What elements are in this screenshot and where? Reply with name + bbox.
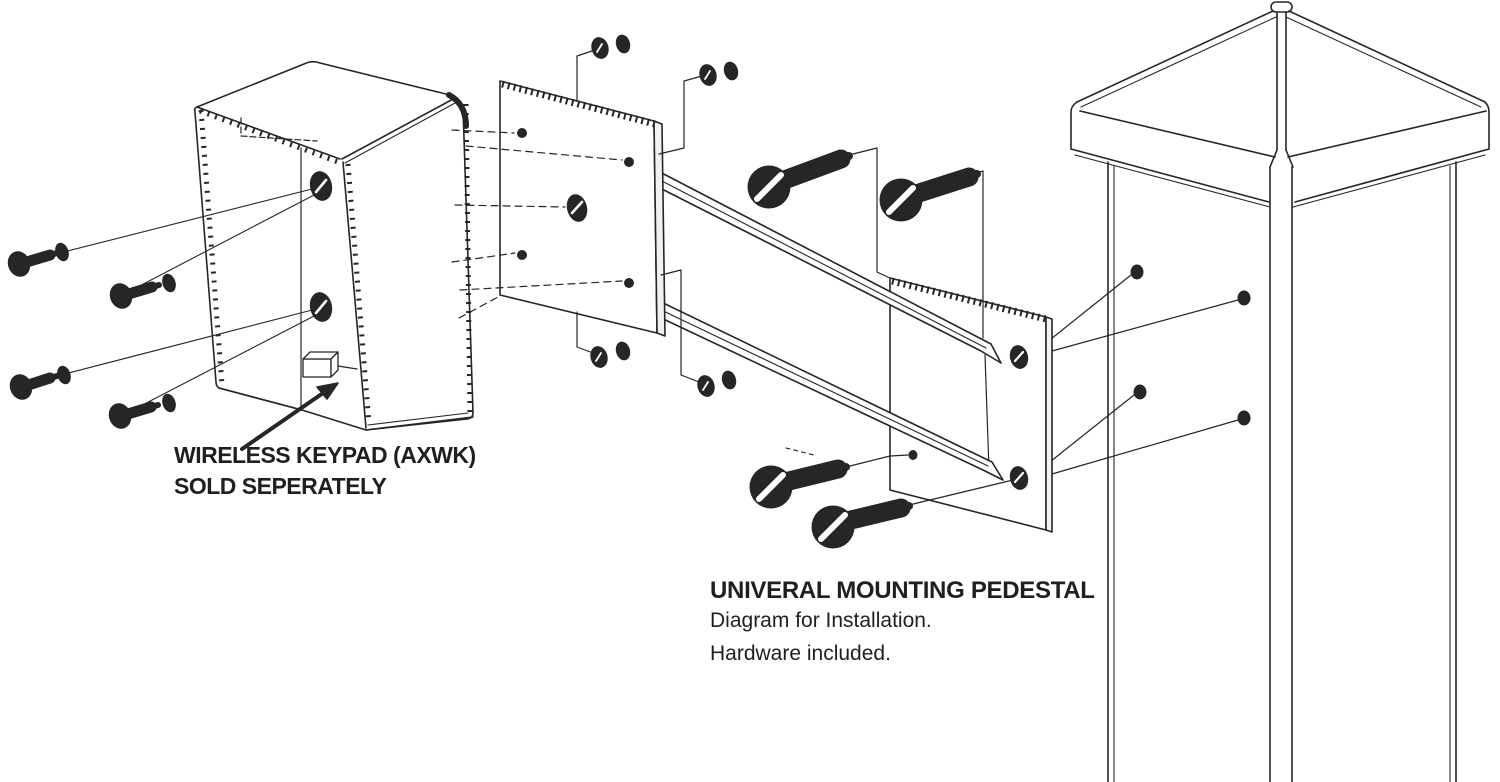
pedestal-subtitle-line2: Hardware included. — [710, 642, 891, 665]
lag-screw-icon — [108, 393, 176, 429]
fence-post-icon — [1070, 1, 1490, 782]
post-pilot-holes — [1130, 264, 1251, 426]
pedestal-arm-channel — [655, 169, 1004, 481]
keypad-note-line2: SOLD SEPERATELY — [174, 473, 387, 499]
keypad-hood-cover — [193, 60, 474, 431]
lag-screw-icon — [9, 365, 71, 400]
post-hole-alignment-lines — [1030, 274, 1239, 478]
carriage-bolt-icon — [879, 167, 981, 222]
keypad-note-label: WIRELESS KEYPAD (AXWK) SOLD SEPERATELY — [174, 440, 476, 502]
carriage-bolt-icon — [811, 498, 913, 549]
keypad-connector-block — [302, 351, 358, 378]
pedestal-subtitle-line1: Diagram for Installation. — [710, 609, 932, 632]
lag-screw-leaders — [23, 187, 317, 414]
carriage-bolt-icon — [749, 459, 850, 509]
plate-screw-leaders — [576, 50, 703, 383]
lag-screw-icon — [109, 273, 176, 309]
alignment-dashed-lines — [451, 129, 623, 319]
keypad-mounting-plate — [499, 80, 666, 337]
keypad-note-line1: WIRELESS KEYPAD (AXWK) — [174, 442, 476, 468]
lag-screws — [7, 242, 176, 429]
post-mounting-plate — [889, 277, 1053, 533]
plate-pilot-hole — [908, 450, 918, 460]
lag-screw-icon — [7, 242, 69, 277]
washer-highlights — [595, 43, 711, 391]
cap-apex-icon — [1270, 1, 1293, 13]
pedestal-title-label: UNIVERAL MOUNTING PEDESTAL — [710, 577, 1095, 604]
pointer-arrow-icon — [240, 382, 339, 451]
carriage-bolt-icon — [747, 149, 853, 209]
carriage-bolts — [747, 149, 981, 549]
